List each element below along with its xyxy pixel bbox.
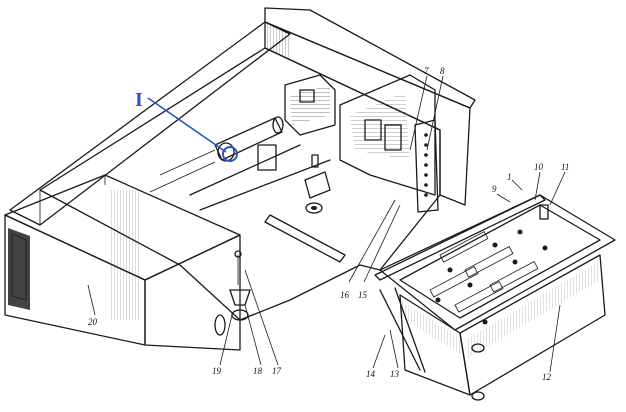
part-label-20: 20 — [88, 317, 98, 327]
top-rail — [9, 21, 291, 226]
clamp-bar — [374, 194, 546, 373]
battery-case — [379, 194, 616, 401]
relay-block — [284, 74, 336, 136]
part-label-10: 10 — [534, 162, 544, 172]
part-label-12: 12 — [542, 372, 552, 382]
part-label-16: 16 — [340, 290, 350, 300]
callout-i: I — [135, 89, 238, 162]
part-label-19: 19 — [212, 366, 222, 376]
part-label-14: 14 — [366, 369, 376, 379]
part-label-13: 13 — [390, 369, 400, 379]
part-label-1: 1 — [507, 172, 512, 182]
part-label-17: 17 — [272, 366, 282, 376]
part-label-8: 8 — [440, 66, 445, 76]
part-label-11: 11 — [561, 162, 569, 172]
callout-label: I — [135, 89, 143, 111]
part-label-9: 9 — [492, 184, 497, 194]
part-label-7: 7 — [424, 66, 429, 76]
shaft-assembly — [149, 116, 331, 211]
guide-strip — [264, 214, 346, 263]
base-plate — [39, 47, 441, 321]
front-left-housing — [4, 174, 241, 351]
leader-lines — [87, 75, 566, 373]
part-label-18: 18 — [253, 366, 263, 376]
part-labels: 7 8 9 1 10 11 12 13 14 15 16 17 18 19 20 — [88, 66, 569, 382]
terminal-strip — [414, 119, 439, 213]
part-label-15: 15 — [358, 290, 368, 300]
circuit-board — [339, 74, 436, 196]
